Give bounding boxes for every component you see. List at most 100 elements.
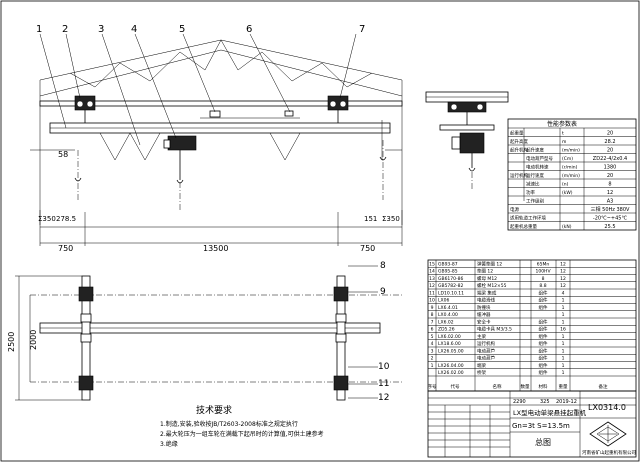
company-logo-icon	[589, 421, 627, 447]
callout-8: 8	[380, 261, 386, 271]
callout-10: 10	[378, 362, 390, 372]
spec-sub-label: 起升速度	[526, 146, 544, 153]
note-3: 3.绝缘	[160, 440, 178, 448]
spec-unit: (kW)	[562, 190, 573, 196]
part-code: LX26.02.00	[438, 370, 464, 376]
spec-value: 28.2	[604, 139, 615, 145]
part-number: 12	[429, 283, 435, 289]
callout-2: 2	[62, 24, 68, 35]
parts-header: 材料	[539, 383, 548, 390]
part-material: 65Mn	[537, 261, 550, 267]
spec-value: -20℃~+45℃	[593, 215, 628, 221]
part-name: 电动葫芦	[477, 347, 495, 354]
spec-sub-label: 运行速度	[526, 172, 544, 179]
spec-value: 12	[607, 190, 613, 196]
callout-5: 5	[179, 24, 185, 35]
spec-value: 25.5	[604, 224, 615, 230]
part-weight: 1	[562, 370, 565, 376]
part-weight: 16	[560, 327, 566, 333]
callout-11: 11	[378, 379, 389, 389]
part-material: 组件	[539, 355, 548, 362]
spec-value: 1380	[604, 164, 617, 170]
part-code: GB6170-86	[438, 276, 464, 282]
title-block	[427, 390, 637, 458]
part-name: 电缆卡具 M3/3.5	[477, 326, 512, 333]
spec-label: 起升机构	[510, 146, 528, 153]
spec-unit: (kN)	[562, 224, 572, 230]
part-code: GB5782-82	[438, 283, 464, 289]
part-name: 端梁 集成	[477, 289, 497, 296]
dim-right-end: 750	[360, 244, 375, 253]
part-code: LX26.05.00	[438, 348, 464, 354]
spec-label: 电源	[510, 206, 519, 213]
spec-label: 适用轨道工作环境	[510, 214, 546, 221]
plan-view	[30, 275, 402, 401]
part-number: 11	[429, 290, 435, 296]
part-name: 弹簧垫圈 12	[477, 260, 502, 267]
part-weight: 1	[562, 348, 565, 354]
part-name: 螺母 M12	[477, 275, 497, 282]
callout-12: 12	[378, 393, 389, 403]
dim-right-width: 151	[364, 215, 377, 223]
spec-value: 三相 50Hz 380V	[591, 206, 630, 213]
part-weight: 12	[560, 276, 566, 282]
part-weight: 1	[562, 334, 565, 340]
note-1: 1.制造,安装,验收按JB/T2603-2008标准之规定执行	[160, 420, 298, 428]
part-code: LX26.04.00	[438, 363, 464, 369]
part-number: 6	[431, 327, 434, 333]
dim-left-end: 750	[58, 244, 73, 253]
spec-table-title: 性能参数表	[547, 120, 577, 128]
part-material: 组件	[539, 304, 548, 311]
parts-table	[427, 259, 637, 392]
parts-header: 数量	[521, 383, 530, 390]
part-weight: 1	[562, 363, 565, 369]
part-code: LX6.02.00	[438, 334, 461, 340]
callout-3: 3	[98, 24, 104, 35]
part-number: 10	[429, 298, 435, 304]
callout-6: 6	[246, 24, 252, 35]
parts-header: 序号	[428, 383, 437, 390]
part-material: 组件	[539, 297, 548, 304]
part-number: 15	[429, 261, 435, 267]
callout-7: 7	[359, 24, 365, 35]
spec-sub-label: 电动机转速	[526, 163, 549, 170]
part-number: 8	[431, 312, 434, 318]
spec-value: 20	[607, 147, 613, 153]
part-name: 电缆滑线	[477, 297, 495, 304]
product-name: LX型电动单梁悬挂起重机	[513, 408, 587, 417]
part-number: 14	[429, 269, 435, 275]
end-carriage-right	[327, 95, 349, 123]
part-code: LX18.6.00	[438, 341, 461, 347]
spec-unit: (Cm)	[562, 156, 573, 162]
part-material: 组件	[539, 318, 548, 325]
dim-clear-height: 58	[58, 150, 68, 159]
part-code: LX6.4.01	[438, 305, 458, 311]
parts-header: 重量	[559, 383, 568, 390]
part-code: LX06	[438, 298, 449, 304]
weight-1: 2290	[513, 399, 526, 405]
side-elevation-view	[425, 91, 509, 190]
spec-unit: (m/min)	[562, 173, 580, 179]
part-material: 组件	[539, 362, 548, 369]
part-number: 3	[431, 348, 434, 354]
part-material: 组件	[539, 289, 548, 296]
part-name: 端梁	[477, 362, 486, 369]
part-material: 100HV	[535, 269, 551, 275]
part-number: 5	[431, 334, 434, 340]
front-elevation-view	[39, 39, 403, 225]
part-weight: 12	[560, 283, 566, 289]
part-code: GB95-85	[438, 269, 458, 275]
company-name: 河南省矿山起重机有限公司	[582, 449, 636, 456]
spec-sub-label: 减速比	[526, 180, 540, 187]
spec-unit: (m/min)	[562, 147, 580, 153]
drawing-number: LX0314.0	[588, 403, 626, 412]
part-weight: 1	[562, 356, 565, 362]
part-weight: 12	[560, 269, 566, 275]
spec-label: 起重机总重量	[510, 223, 537, 230]
spec-unit: m	[562, 140, 566, 145]
weight-2: 325	[540, 399, 550, 405]
part-number: 9	[431, 305, 434, 311]
spec-sub-label: 工作级别	[526, 197, 544, 204]
plan-dimensions	[15, 275, 82, 401]
part-name: 运行机构	[477, 340, 495, 347]
